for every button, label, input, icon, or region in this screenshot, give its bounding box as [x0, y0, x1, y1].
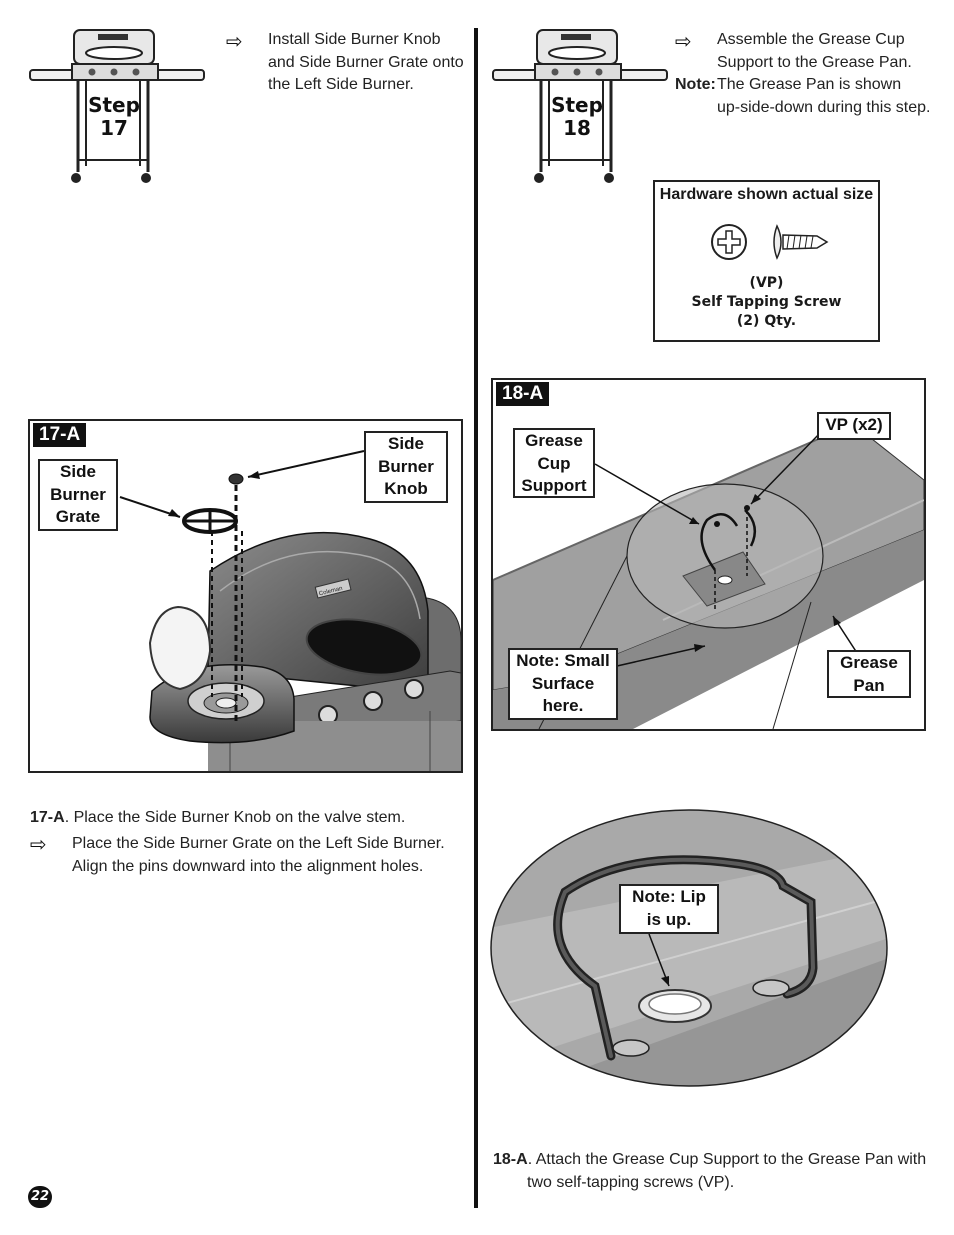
step17-instruction-line: Install Side Burner Knob: [268, 31, 441, 48]
callout-line: Support: [521, 476, 587, 495]
callout-line: Cup: [537, 453, 571, 473]
callout-small-surface: Note: Small Surface here.: [508, 648, 618, 720]
step18-instruction-line: Support to the Grease Pan.: [717, 53, 912, 71]
step18-number: 18: [563, 116, 591, 140]
caption-17a-bullet-line: Place the Side Burner Grate on the Left …: [72, 835, 445, 852]
step18-instruction: Assemble the Grease Cup Support to the G…: [717, 29, 937, 74]
caption-17a-text: . Place the Side Burner Knob on the valv…: [64, 809, 406, 826]
grease-cup-lip-icon: [638, 989, 712, 1023]
callout-side-burner-knob: Side Burner Knob: [364, 431, 448, 503]
callout-line: Side: [388, 434, 424, 453]
callout-vp-x2: VP (x2): [817, 412, 891, 440]
column-divider: [474, 28, 478, 1208]
figure-18a-tag: 18-A: [496, 382, 550, 406]
step17-arrow-icon: ⇨: [226, 29, 243, 53]
hardware-qty: (2) Qty.: [736, 313, 797, 329]
callout-line: Grease: [525, 431, 583, 450]
phillips-head-icon: [711, 224, 747, 260]
callout-line: Burner: [378, 456, 434, 476]
step18-note: Note: The Grease Pan is shown up-side-do…: [675, 74, 945, 116]
figure-17a-tag: 17-A: [33, 423, 87, 447]
step17-instruction-line: the Left Side Burner.: [268, 76, 414, 93]
callout-line: here.: [542, 696, 584, 715]
callout-line: Grate: [55, 507, 101, 526]
figure-17a: Coleman 17-A Side: [28, 419, 463, 773]
step17-number: 17: [100, 116, 128, 140]
callout-line: Note: Lip: [632, 887, 706, 906]
figure-17a-illustration: Coleman: [119, 450, 461, 771]
caption-18a-text-line2: two self-tapping screws (VP).: [527, 1174, 735, 1191]
callout-line: is up.: [646, 909, 692, 929]
callout-line: VP (x2): [825, 415, 883, 434]
callout-lip-is-up: Note: Lip is up.: [619, 884, 719, 934]
caption-17a: 17-A. Place the Side Burner Knob on the …: [30, 806, 460, 829]
step17-instruction-line: and Side Burner Grate onto: [268, 53, 464, 71]
caption-18a-label: 18-A: [493, 1151, 528, 1168]
hardware-box: Hardware shown actual size (VP) Self Tap…: [653, 180, 880, 342]
page-number: 22: [28, 1186, 52, 1208]
hardware-code: (VP): [749, 275, 784, 291]
figure-18a: 18-A Grease Cup Support VP (x2) Note: Sm…: [491, 378, 926, 731]
callout-side-burner-grate: Side Burner Grate: [38, 459, 118, 531]
step18-instruction-line: Assemble the Grease Cup: [717, 31, 905, 48]
callout-line: Knob: [384, 479, 428, 498]
callout-grease-pan: Grease Pan: [827, 650, 911, 698]
side-burner-knob-icon: [228, 473, 244, 485]
caption-17a-bullet: Place the Side Burner Grate on the Left …: [72, 832, 472, 878]
side-burner-grate-icon: [182, 508, 238, 534]
step18-note-line: up-side-down during this step.: [717, 98, 931, 116]
caption-17a-arrow-icon: ⇨: [30, 832, 47, 856]
step18-note-line: The Grease Pan is shown: [717, 76, 902, 93]
callout-line: Surface: [531, 673, 595, 693]
callout-line: Side: [60, 462, 96, 481]
callout-line: Grease: [840, 653, 898, 672]
callout-line: Note: Small: [516, 651, 610, 670]
callout-line: Pan: [853, 675, 885, 695]
step17-instruction: Install Side Burner Knob and Side Burner…: [268, 29, 468, 97]
hardware-name: Self Tapping Screw: [691, 294, 842, 310]
step18-note-label: Note:: [675, 76, 716, 93]
step18-arrow-icon: ⇨: [675, 29, 692, 53]
hardware-title: Hardware shown actual size: [659, 186, 874, 203]
caption-17a-label: 17-A: [30, 809, 65, 826]
callout-line: Burner: [50, 484, 106, 504]
self-tapping-screw-icon: [773, 224, 829, 260]
step18-label: Step: [551, 93, 603, 117]
step17-grill-thumbnail: Step 17: [28, 26, 208, 188]
callout-grease-cup-support: Grease Cup Support: [513, 428, 595, 498]
grill-logo: Coleman: [318, 586, 343, 598]
step17-label: Step: [88, 93, 140, 117]
caption-18a: 18-A. Attach the Grease Cup Support to t…: [493, 1148, 933, 1194]
caption-17a-bullet-line: Align the pins downward into the alignme…: [72, 858, 424, 875]
magnified-detail: Note: Lip is up.: [489, 808, 889, 1088]
caption-18a-text: . Attach the Grease Cup Support to the G…: [527, 1151, 927, 1168]
step18-grill-thumbnail: Step 18: [491, 26, 671, 188]
